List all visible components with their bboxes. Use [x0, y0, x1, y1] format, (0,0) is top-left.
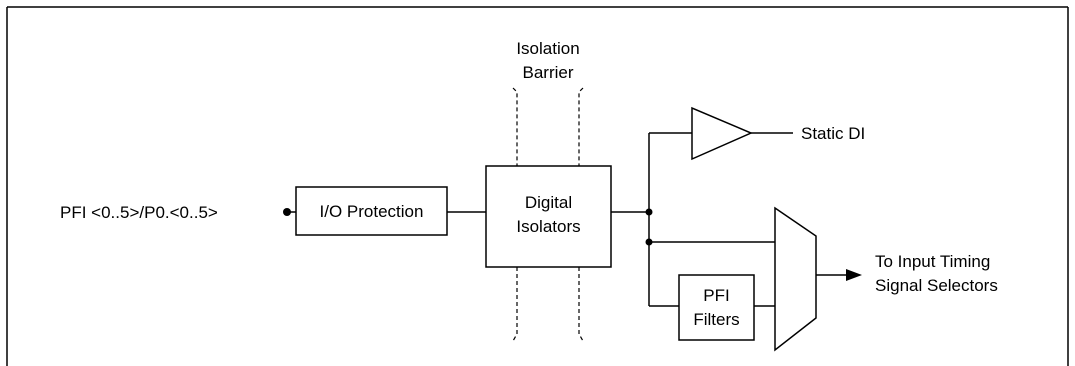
isolation-barrier-label-line1: Isolation	[516, 39, 579, 58]
multiplexer	[774, 206, 817, 352]
frame	[6, 6, 1069, 366]
io-protection-block: I/O Protection	[295, 186, 448, 236]
digital-isolators-block: Digital Isolators	[485, 165, 612, 268]
junction-dot-mux	[645, 238, 653, 246]
wires	[287, 132, 846, 307]
io-protection-label: I/O Protection	[320, 202, 424, 221]
barrier-left-line-bottom	[512, 267, 518, 342]
isolation-barrier-label-line2: Barrier	[522, 63, 573, 82]
buffer-triangle	[691, 106, 753, 161]
isolation-barrier: Isolation Barrier	[512, 39, 584, 342]
output-arrowhead	[846, 269, 862, 281]
digital-isolators-label-line1: Digital	[525, 193, 572, 212]
pfi-filters-label-line2: Filters	[693, 310, 739, 329]
pfi-filters-label-line1: PFI	[703, 286, 729, 305]
input-label: PFI <0..5>/P0.<0..5>	[60, 203, 218, 222]
junction-dot-main	[645, 208, 653, 216]
barrier-right-line-top	[578, 87, 584, 166]
digital-isolators-label-line2: Isolators	[516, 217, 580, 236]
static-di-label: Static DI	[801, 124, 865, 143]
pfi-filters-block: PFI Filters	[678, 274, 755, 341]
barrier-left-line-top	[512, 87, 518, 166]
timing-output-label-line2: Signal Selectors	[875, 276, 998, 295]
timing-output-label-line1: To Input Timing	[875, 252, 990, 271]
barrier-right-line-bottom	[578, 267, 584, 342]
